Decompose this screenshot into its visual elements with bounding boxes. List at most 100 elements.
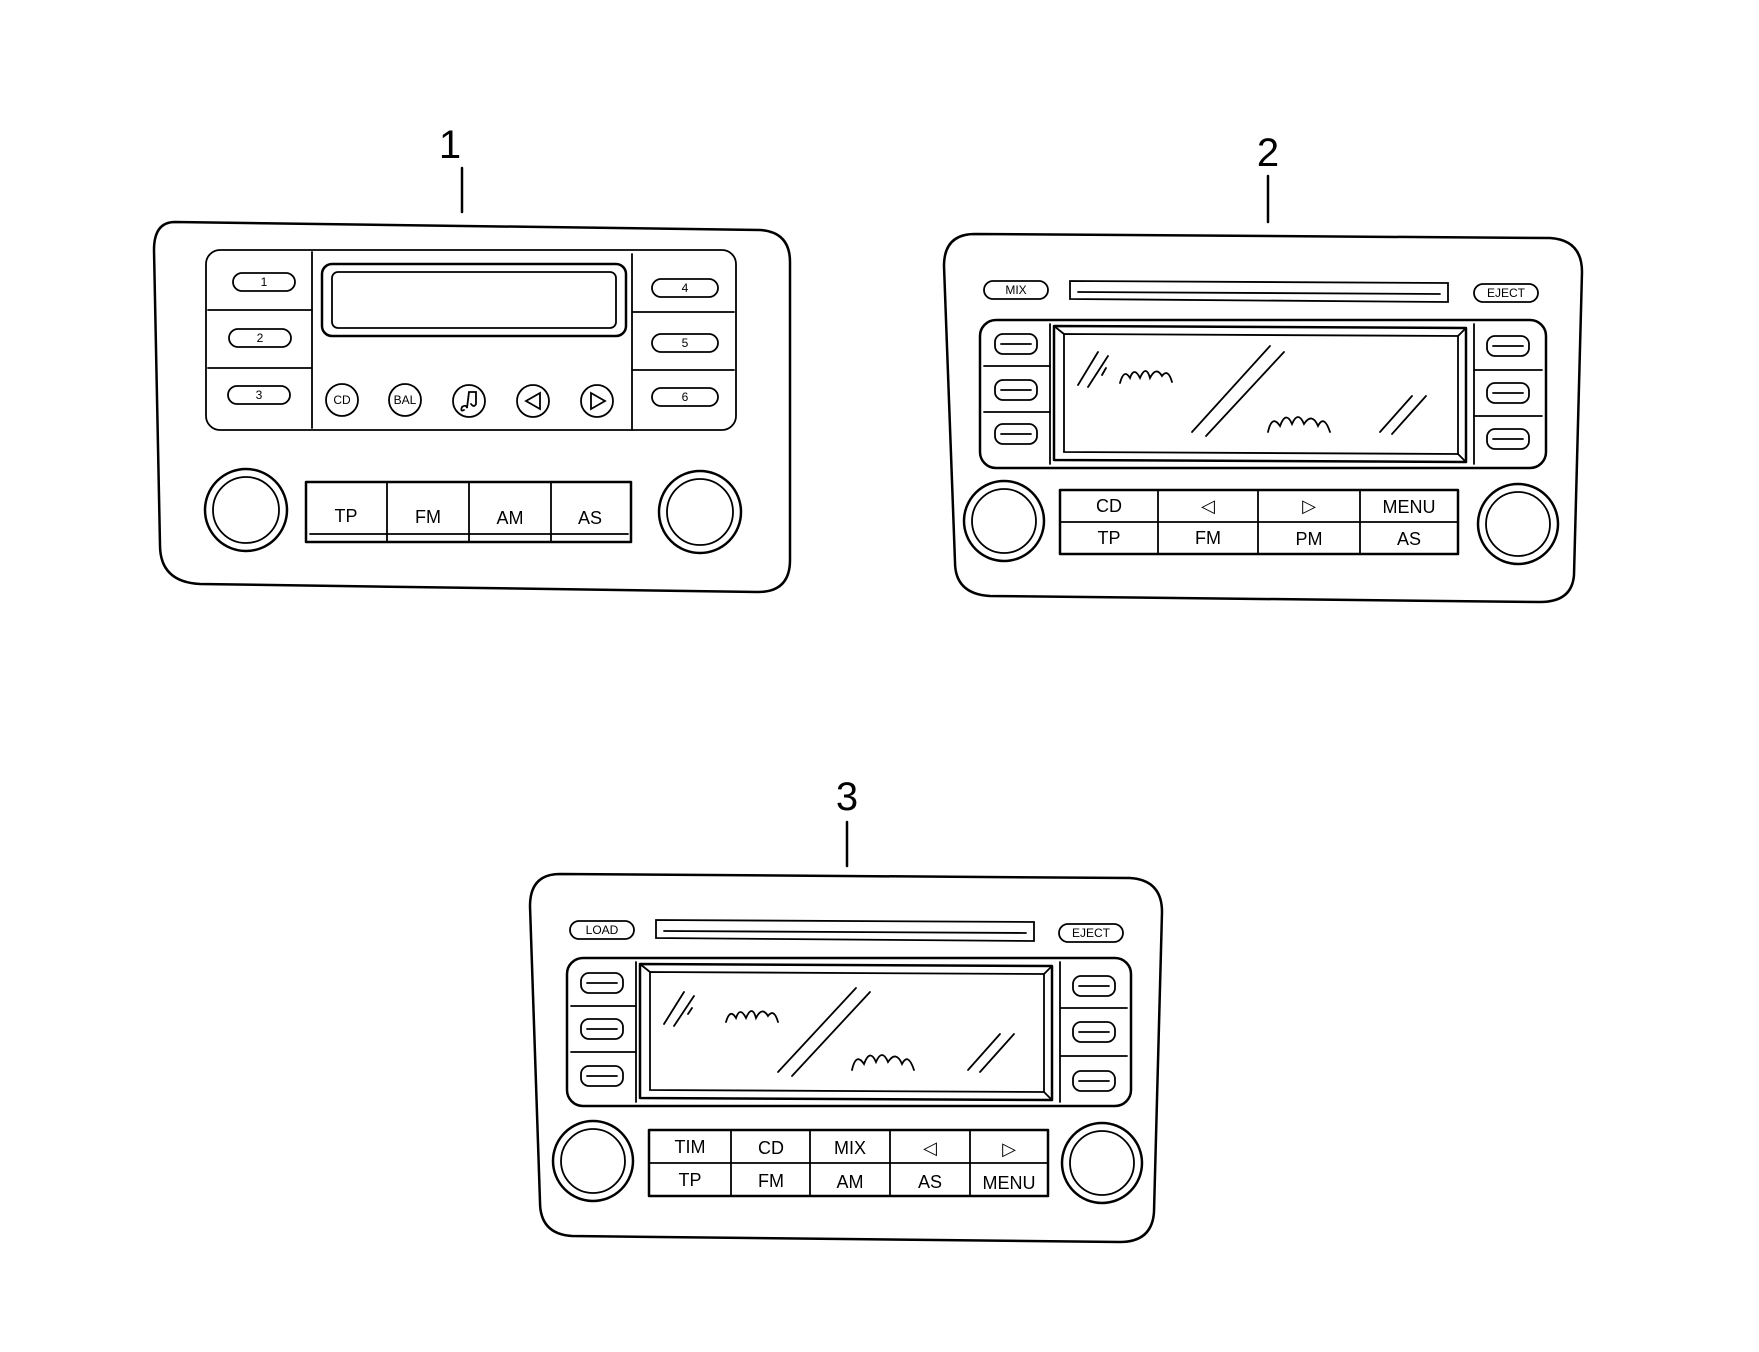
svg-text:6: 6	[682, 390, 689, 404]
prev-button-2[interactable]: ◁	[1201, 496, 1215, 516]
mix-button-2[interactable]: MIX	[983, 280, 1049, 300]
svg-text:EJECT: EJECT	[1072, 926, 1111, 940]
pm-button-2[interactable]: PM	[1296, 529, 1323, 549]
svg-text:TP: TP	[334, 506, 357, 526]
svg-text:2: 2	[257, 331, 264, 345]
as-button-3[interactable]: AS	[918, 1172, 942, 1192]
next-button-3[interactable]: ▷	[1002, 1139, 1016, 1159]
unit-3-screen	[638, 962, 1054, 1102]
svg-text:▷: ▷	[1302, 496, 1316, 516]
svg-text:AS: AS	[1397, 529, 1421, 549]
preset-button-4[interactable]: 4	[651, 278, 719, 298]
svg-text:CD: CD	[1096, 496, 1122, 516]
tp-button-3[interactable]: TP	[678, 1170, 701, 1190]
svg-text:AS: AS	[918, 1172, 942, 1192]
svg-text:LOAD: LOAD	[586, 923, 619, 937]
right-knob-3[interactable]	[1060, 1121, 1144, 1205]
svg-text:AS: AS	[578, 508, 602, 528]
eject-button-3[interactable]: EJECT	[1058, 923, 1124, 943]
svg-text:TP: TP	[1097, 528, 1120, 548]
side-button-right-2[interactable]	[1072, 1021, 1116, 1043]
svg-text:◁: ◁	[923, 1138, 937, 1158]
radio-unit-2: 2 MIX EJECT	[942, 131, 1584, 604]
unit-3-display-panel	[565, 956, 1133, 1108]
side-button-right-2[interactable]	[1486, 382, 1530, 404]
next-round-button[interactable]	[580, 384, 614, 418]
side-button-left-3[interactable]	[580, 1065, 624, 1087]
fm-button-2[interactable]: FM	[1195, 528, 1221, 548]
svg-text:FM: FM	[1195, 528, 1221, 548]
side-button-left-2[interactable]	[994, 379, 1038, 401]
svg-text:BAL: BAL	[394, 393, 417, 407]
prev-round-button[interactable]	[516, 384, 550, 418]
unit-3-housing	[528, 872, 1164, 1244]
left-knob-1[interactable]	[203, 467, 289, 553]
preset-button-6[interactable]: 6	[651, 387, 719, 407]
right-knob-1[interactable]	[657, 469, 743, 555]
preset-button-5[interactable]: 5	[651, 333, 719, 353]
menu-button-3[interactable]: MENU	[983, 1173, 1036, 1193]
svg-text:CD: CD	[758, 1138, 784, 1158]
side-button-left-1[interactable]	[580, 972, 624, 994]
preset-button-2[interactable]: 2	[228, 328, 292, 348]
triangle-left-icon	[524, 391, 541, 411]
svg-text:CD: CD	[333, 393, 351, 407]
right-knob-2[interactable]	[1476, 482, 1560, 566]
eject-button-2[interactable]: EJECT	[1473, 283, 1539, 303]
bal-round-button[interactable]: BAL	[388, 383, 422, 417]
fm-button-3[interactable]: FM	[758, 1171, 784, 1191]
tim-button-3[interactable]: TIM	[675, 1137, 706, 1157]
side-button-right-1[interactable]	[1486, 335, 1530, 357]
svg-text:EJECT: EJECT	[1487, 286, 1526, 300]
unit-2-display-panel	[978, 318, 1548, 470]
svg-text:AM: AM	[837, 1172, 864, 1192]
radio-unit-3: 3 LOAD EJECT	[528, 775, 1164, 1244]
cd-button-3[interactable]: CD	[758, 1138, 784, 1158]
as-button-1[interactable]: AS	[578, 508, 602, 528]
unit-1-display	[320, 262, 628, 338]
svg-text:FM: FM	[415, 507, 441, 527]
preset-button-1[interactable]: 1	[232, 272, 296, 292]
side-button-right-3[interactable]	[1072, 1070, 1116, 1092]
side-button-left-1[interactable]	[994, 333, 1038, 355]
music-note-icon	[460, 391, 477, 412]
tp-button-2[interactable]: TP	[1097, 528, 1120, 548]
load-button-3[interactable]: LOAD	[569, 920, 635, 940]
unit-2-screen	[1052, 324, 1468, 464]
svg-text:MENU: MENU	[983, 1173, 1036, 1193]
svg-text:◁: ◁	[1201, 496, 1215, 516]
next-button-2[interactable]: ▷	[1302, 496, 1316, 516]
menu-button-2[interactable]: MENU	[1383, 497, 1436, 517]
mix-button-3[interactable]: MIX	[834, 1138, 866, 1158]
preset-button-3[interactable]: 3	[227, 385, 291, 405]
svg-text:MENU: MENU	[1383, 497, 1436, 517]
svg-text:5: 5	[682, 336, 689, 350]
am-button-3[interactable]: AM	[837, 1172, 864, 1192]
prev-button-3[interactable]: ◁	[923, 1138, 937, 1158]
svg-text:TP: TP	[678, 1170, 701, 1190]
fm-button-1[interactable]: FM	[415, 507, 441, 527]
svg-text:MIX: MIX	[834, 1138, 866, 1158]
side-button-left-3[interactable]	[994, 423, 1038, 445]
am-button-1[interactable]: AM	[497, 508, 524, 528]
cd-button-2[interactable]: CD	[1096, 496, 1122, 516]
callout-1: 1	[439, 123, 461, 167]
svg-text:TIM: TIM	[675, 1137, 706, 1157]
left-knob-3[interactable]	[551, 1119, 635, 1203]
side-button-right-3[interactable]	[1486, 428, 1530, 450]
cd-slot-3	[655, 919, 1035, 942]
svg-text:FM: FM	[758, 1171, 784, 1191]
svg-text:4: 4	[682, 281, 689, 295]
callout-3: 3	[836, 775, 858, 819]
tp-button-1[interactable]: TP	[334, 506, 357, 526]
cd-round-button[interactable]: CD	[325, 383, 359, 417]
left-knob-2[interactable]	[962, 479, 1046, 563]
as-button-2[interactable]: AS	[1397, 529, 1421, 549]
unit-2-housing	[942, 232, 1584, 604]
svg-text:3: 3	[256, 388, 263, 402]
side-button-right-1[interactable]	[1072, 975, 1116, 997]
callout-2: 2	[1257, 131, 1279, 175]
side-button-left-2[interactable]	[580, 1018, 624, 1040]
music-note-button[interactable]	[452, 384, 486, 418]
